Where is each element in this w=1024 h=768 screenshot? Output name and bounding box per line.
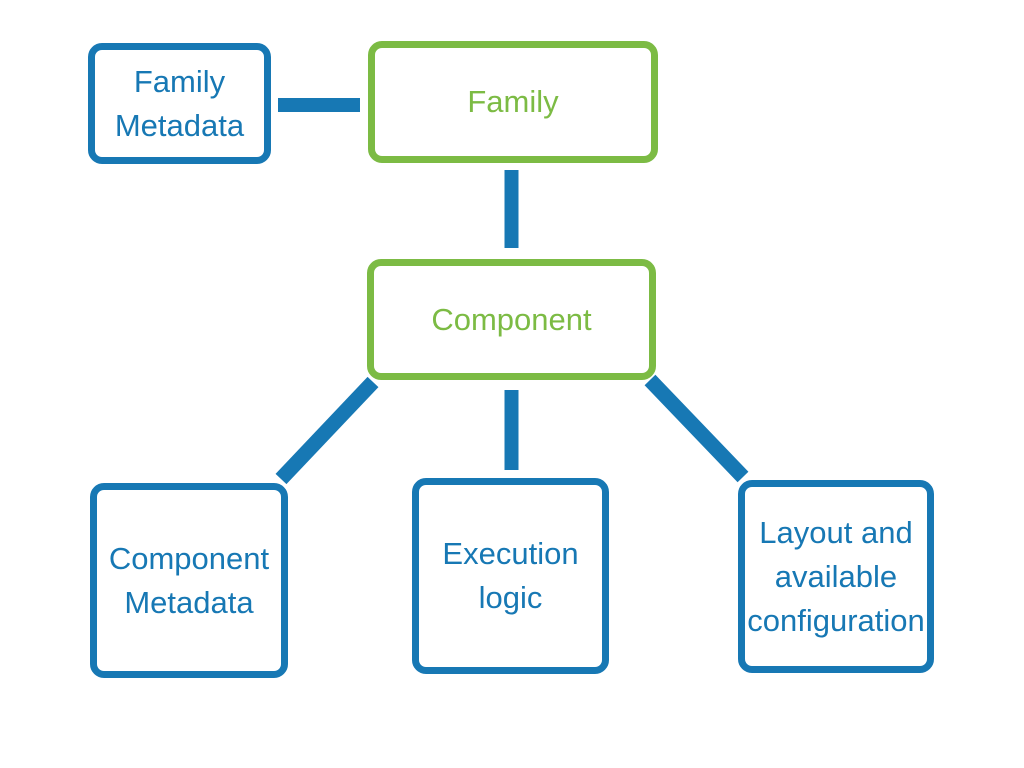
node-family-label: Family [467, 84, 559, 119]
node-component: Component [367, 259, 656, 380]
node-family-metadata: Family Metadata [88, 43, 271, 164]
node-component-metadata: Component Metadata [90, 483, 288, 678]
node-execution-logic: Execution logic [412, 478, 609, 674]
connector-component-to-layout-configuration [644, 374, 749, 483]
node-layout-configuration: Layout and available configuration [738, 480, 934, 673]
node-family: Family [368, 41, 658, 163]
node-component-metadata-label: Component Metadata [108, 540, 270, 620]
node-execution-logic-label: Execution logic [442, 536, 579, 615]
node-layout-configuration-label: Layout and available configuration [747, 514, 925, 638]
connector-component-to-component-metadata [275, 376, 379, 485]
node-family-metadata-label: Family Metadata [114, 63, 245, 143]
node-component-label: Component [431, 301, 592, 337]
